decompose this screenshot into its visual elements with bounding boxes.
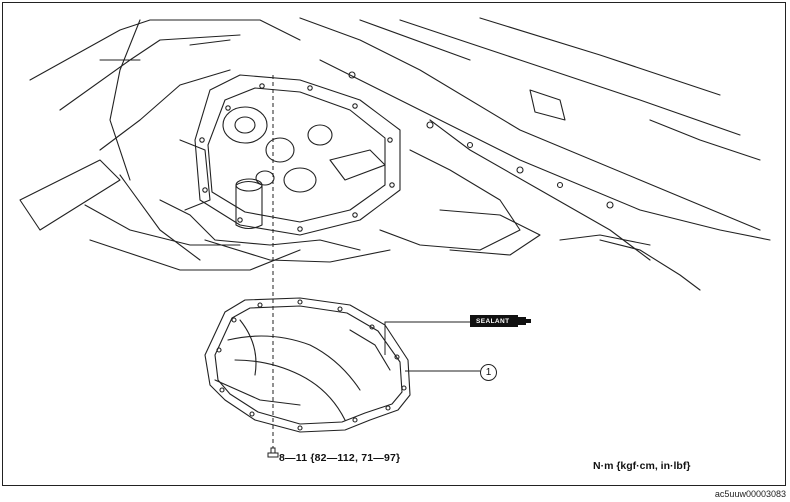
units-label: N·m {kgf·cm, in·lbf}	[593, 460, 691, 472]
sealant-label: SEALANT	[476, 318, 510, 325]
torque-spec: 8—11 {82—112, 71—97}	[279, 452, 401, 464]
callout-number: 1	[480, 364, 497, 381]
figure-code: ac5uuw00003083	[714, 489, 786, 499]
sealant-tube-icon	[470, 315, 531, 327]
diagram-frame	[2, 2, 786, 486]
bolt-icon	[267, 447, 279, 458]
